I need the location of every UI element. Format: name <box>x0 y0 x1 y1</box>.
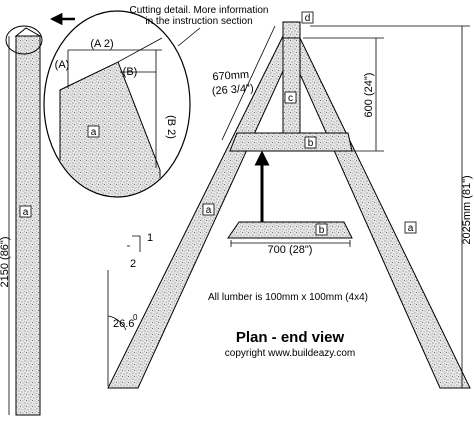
slope-run-label: 2 <box>130 258 136 270</box>
a-frame: d c b a a <box>107 11 471 389</box>
detail-part-label: a <box>91 127 97 138</box>
loose-crossbar: b 700 (28") <box>227 221 353 256</box>
part-c-label: c <box>288 93 293 104</box>
frame-crossbar <box>229 132 353 152</box>
angle-annotation: 26.6 0 <box>107 270 138 386</box>
label-b2: (B 2) <box>165 115 177 139</box>
part-c-box <box>284 91 297 104</box>
slope-bracket <box>132 235 141 252</box>
part-d-label: d <box>305 13 311 24</box>
loose-crossbar-part-box <box>315 223 328 236</box>
cutting-detail: (A 2) (A) (B) (B 2) a <box>43 10 191 198</box>
left-leg-body <box>15 35 41 416</box>
left-leg-part-label: a <box>23 207 29 218</box>
slant-dim-label-2: (26 3/4") <box>212 83 255 98</box>
loose-crossbar-part-label: b <box>319 225 325 236</box>
angle-unit: 0 <box>133 313 138 322</box>
plan-title: Plan - end view <box>236 329 345 346</box>
callout-leader <box>177 27 201 47</box>
slant-dim-line <box>221 25 276 141</box>
left-leg-detail-circle <box>5 25 43 55</box>
label-a2: (A 2) <box>90 38 113 50</box>
left-leg-cut-top <box>14 27 42 37</box>
copyright-text: copyright www.buildeazy.com <box>225 348 355 359</box>
frame-top-block <box>282 21 301 39</box>
part-d-box <box>301 11 314 24</box>
callout-line-2: in the instruction section <box>145 16 252 27</box>
slope-rise-label: 1 <box>147 232 153 244</box>
left-frame-leg-part-box <box>202 203 215 216</box>
right-frame-leg-part-box <box>404 221 417 234</box>
leg-length-label: 2150 (86") <box>0 237 11 288</box>
frame-post <box>282 35 301 138</box>
detail-bevel-line <box>117 37 163 63</box>
left-leg: a 2150 (86") <box>0 25 43 416</box>
slant-dim-label-1: 670mm <box>212 69 249 84</box>
left-frame-leg-part-label: a <box>206 205 212 216</box>
callout-line-1: Cutting detail. More information <box>130 5 269 16</box>
label-a: (A) <box>55 59 70 71</box>
angle-arc <box>107 315 127 331</box>
left-leg-part-box <box>19 205 32 218</box>
upper-height-label: 600 (24") <box>363 73 375 118</box>
total-height-label: 2025mm (81") <box>461 175 473 244</box>
part-b-label: b <box>308 138 314 149</box>
right-frame-leg-part-label: a <box>408 223 414 234</box>
label-b: (B) <box>123 66 138 78</box>
angle-label: 26.6 <box>113 318 134 330</box>
slope-indicator: 1 2 <box>127 232 153 270</box>
lumber-note: All lumber is 100mm x 100mm (4x4) <box>208 292 368 303</box>
crossbar-dim-label: 700 (28") <box>268 244 313 256</box>
part-b-box <box>304 136 317 149</box>
detail-part-box <box>87 125 100 138</box>
loose-crossbar-body <box>227 221 353 239</box>
